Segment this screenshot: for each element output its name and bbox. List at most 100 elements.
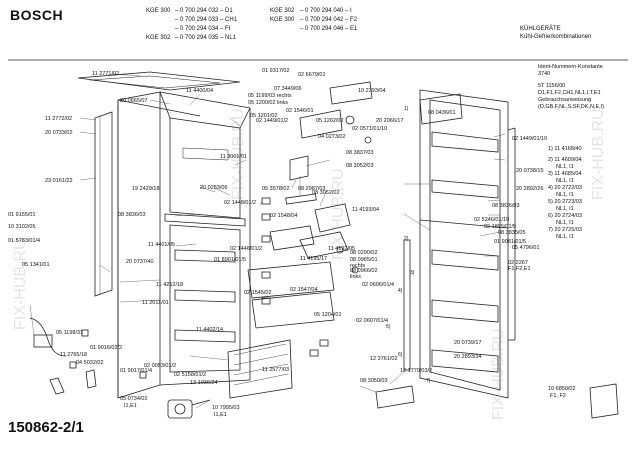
ice-tray [299,109,343,139]
part-label: 12 1770/03/2 [400,368,433,374]
part-label: 01 9017/01/4 [120,368,153,374]
lamp-housing [289,155,309,181]
divider-panel [164,213,246,227]
part-label: 08 3052/03 [346,163,374,169]
part-label: 08 3836/03 [118,212,146,218]
part-label: 11 4212/18 [156,282,184,288]
part-label: 02 6679/01 [298,72,326,78]
ident-codes-2: D1,F1,F2,CH1,NL1,I,T,E1 [538,90,601,96]
thermostat-capillary [29,317,67,357]
part-label: 11 4195/17 [300,256,328,262]
butter-compartment [375,385,415,409]
part-label: 08 0966/02 [350,268,378,274]
svg-text:4): 4) [398,288,403,294]
part-label: 05 0734/02 [120,396,148,402]
hinge-bar [285,193,317,205]
part-label: 11 4401/05 [148,242,176,248]
part-label: 08 0290/02 [350,250,378,256]
part-label: 01 9016/02/2 [90,345,123,351]
part-label: 02 0607/01/4 [356,318,389,324]
part-label: 11 2772/02 [45,116,73,122]
part-label: 02 1895/01/5 [484,224,517,230]
door-shelf-middle [431,249,499,271]
right-list-item: 6) 20 2724/03 [548,213,582,219]
part-label: 05 1198/31 [56,330,84,336]
part-label: 02 1547/04 [290,287,318,293]
part-label: 08 3837/03 [346,150,374,156]
part-label: 11 4402/14 [196,327,224,333]
brand-logo: BOSCH [10,7,64,23]
part-label: 02 1548/04 [270,213,298,219]
part-label: 11 4193/04 [352,207,380,213]
top-lid [77,71,241,91]
watermark: FIX-HUB.RU [490,328,507,420]
part-label: 05 1204/01 [314,312,342,318]
part-label: 08 0965/01 [350,257,378,263]
door-shelf-bottom [431,349,499,373]
part-label: 02 1448/01/2 [224,200,257,206]
part-label: 01 9155/01 [8,212,36,218]
svg-text:7): 7) [426,378,431,384]
egg-tray [299,231,349,259]
model-kge302-lower: KGE 302 [146,35,171,41]
part-label: 02 5246/01/10 [474,217,510,223]
part-label: 13 1036/24 [190,380,218,386]
part-label: 11 4192/05 [328,246,356,252]
part-label: F1, F2 [550,393,566,399]
ident-title: Ident-Nummern-Konstante [538,64,603,70]
part-label: 02 2267 [508,260,528,266]
part-label: 08 3052/02 [312,190,340,196]
part-label: 05 1201/02 [250,113,278,119]
bottle-tray [314,203,351,233]
part-label: 02 0053/01/2 [144,363,177,369]
part-label: 20 0737/40 [126,259,154,265]
model-code: – 0 700 294 040 – I [300,8,352,14]
part-label: I1,E1 [214,412,227,418]
right-list-item: NL1, I1 [556,220,574,226]
part-label: 23 0161/22 [45,178,73,184]
door-shelf-top [431,131,499,153]
part-label: 05 4796/01 [512,245,540,251]
part-label: 19 2429/18 [132,186,160,192]
part-label: 05 1341/01 [22,262,50,268]
part-label: 02 1449/01/2 [256,118,289,124]
bottom-cover [227,339,293,399]
part-label: I1,E1 [124,403,137,409]
catalog-number: 150862-2/1 [8,419,84,436]
door-gasket [429,99,501,391]
part-label: 20 0739/17 [454,340,482,346]
part-label: 10 2393/04 [358,88,386,94]
part-label: 11 2577/03 [262,367,290,373]
part-label: 04 0273/02 [318,134,346,140]
part-label: 20 2066/17 [376,118,404,124]
part-label: 20 0733/02 [45,130,73,136]
part-label: 01 9317/02 [262,68,290,74]
model-code: – 0 700 294 042 – F2 [300,17,358,23]
compressor [167,399,193,419]
part-label: 01 5783/01/4 [8,238,41,244]
part-label: 02 1449/01/10 [512,136,548,142]
part-label: 20 2893/34 [454,354,482,360]
svg-text:5): 5) [386,324,391,330]
svg-text:6): 6) [398,352,403,358]
part-label: 08 2987/03 [298,186,326,192]
right-list-item: NL1, I1 [556,206,574,212]
freezer-liner [169,117,241,219]
side-panel-left [94,111,113,297]
part-label: 11 2771/02 [92,71,120,77]
egg-holder [589,383,619,419]
part-label: 08 3050/03 [360,378,388,384]
fridge-liner [169,224,241,373]
model-kge302: KGE 302 [270,8,295,14]
model-code: – 0 700 294 046 – E1 [300,26,358,32]
part-label: 20 0283/06 [200,185,228,191]
part-label: 08 0436/01 [428,110,456,116]
part-label: 02 0606/01/4 [362,282,395,288]
part-label: 02 1546/01 [286,108,314,114]
right-list-item: NL1, I1 [556,178,574,184]
model-code: – 0 700 294 033 – CH1 [175,17,238,23]
part-label: 05 1200/02 links [248,100,289,106]
part-label: 12 3761/02 [370,356,398,362]
hinge-strip [403,239,411,371]
right-list-item: 3) 11 4685/04 [548,171,582,177]
